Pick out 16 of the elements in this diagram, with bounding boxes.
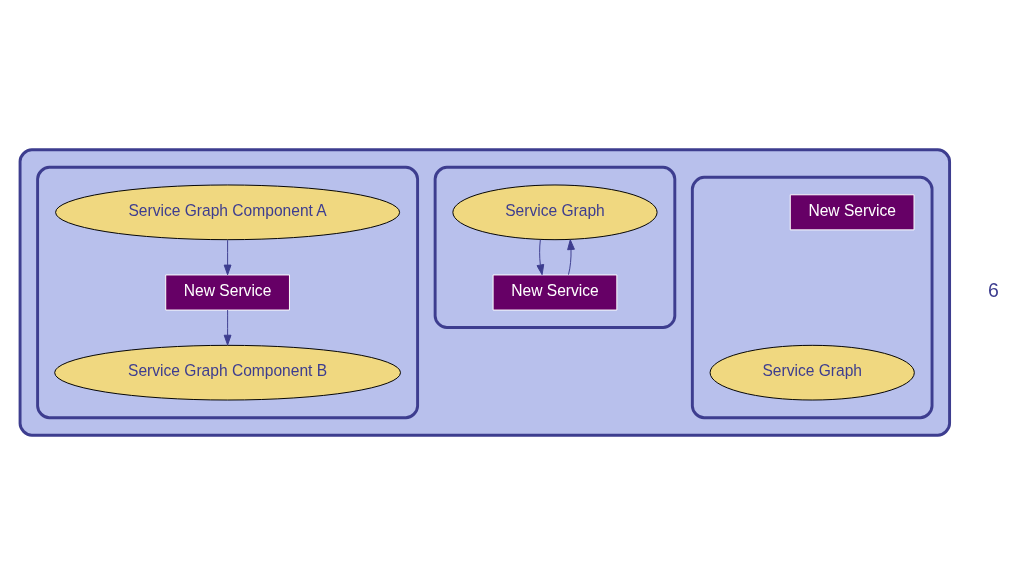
node-ellipse: Service Graph Component B <box>54 344 401 400</box>
arrow <box>223 239 232 275</box>
cluster <box>690 175 934 419</box>
cluster <box>36 165 420 419</box>
label: 6 <box>988 278 999 301</box>
node-box: New Service <box>492 273 618 311</box>
node-ellipse: Service Graph Component A <box>55 184 401 240</box>
arrow <box>567 238 575 275</box>
node-ellipse: Service Graph <box>452 184 658 240</box>
node-box: New Service <box>165 273 290 311</box>
arrow <box>536 238 545 275</box>
cluster <box>18 147 952 437</box>
node-box: New Service <box>789 193 915 230</box>
arrow <box>223 309 232 345</box>
cluster <box>433 165 677 329</box>
node-ellipse: Service Graph <box>709 344 915 400</box>
